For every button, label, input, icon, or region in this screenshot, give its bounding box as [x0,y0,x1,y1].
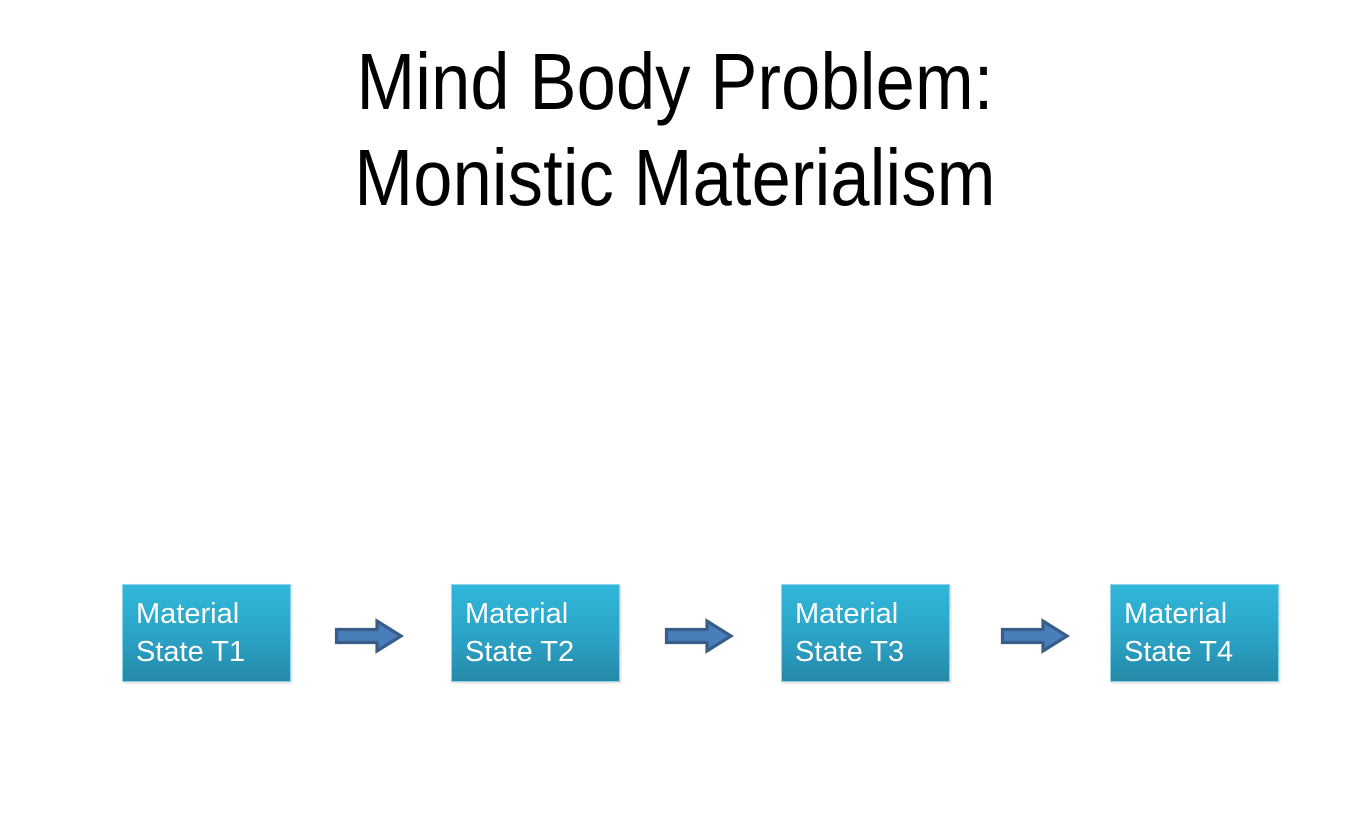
box-label-line-1: Material [465,598,569,630]
box-label-line-1: Material [795,598,899,630]
box-label-line-1: Material [1124,598,1228,630]
title-line-1: Mind Body Problem: [356,37,994,126]
material-state-box-t1[interactable]: Material State T1 [122,584,291,682]
slide-title: Mind Body Problem: Monistic Materialism [0,34,1350,226]
box-label-line-2: State T1 [136,636,246,668]
right-block-arrow-icon [334,618,404,654]
title-line-2: Monistic Materialism [354,133,996,222]
box-label-line-2: State T2 [465,636,575,668]
box-label-line-2: State T3 [795,636,905,668]
box-label-line-1: Material [136,598,240,630]
box-label-line-2: State T4 [1124,636,1234,668]
material-state-box-t4[interactable]: Material State T4 [1110,584,1279,682]
material-state-box-t2[interactable]: Material State T2 [451,584,620,682]
right-block-arrow-icon [664,618,734,654]
process-flow-diagram: Material State T1 Material State T2 Mate… [0,584,1350,684]
right-block-arrow-icon [1000,618,1070,654]
material-state-box-t3[interactable]: Material State T3 [781,584,950,682]
